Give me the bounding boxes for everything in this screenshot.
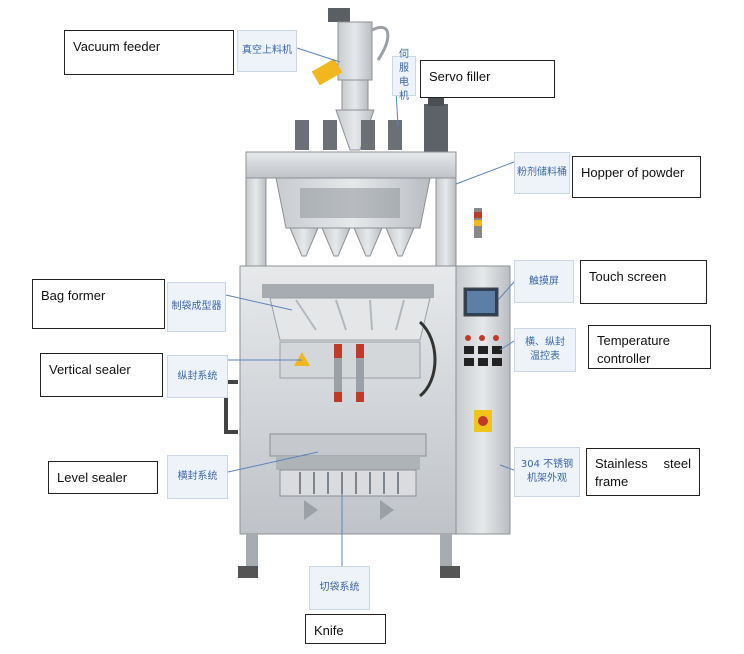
zh-touch-screen-text: 触摸屏 — [529, 275, 559, 287]
zh-temperature-line1: 横、纵封 — [525, 337, 565, 348]
label-stainless-word1: Stainless — [595, 456, 648, 471]
callout-lines — [225, 47, 515, 566]
label-servo-filler: Servo filler — [420, 60, 555, 98]
servo-motors-illustration — [295, 98, 448, 152]
label-vacuum-feeder: Vacuum feeder — [64, 30, 234, 75]
zh-vacuum-feeder-text: 真空上料机 — [242, 45, 292, 56]
zh-label-vacuum-feeder: 真空上料机 — [237, 30, 297, 72]
label-vertical-sealer-text: Vertical sealer — [49, 362, 131, 377]
label-level-sealer-text: Level sealer — [57, 470, 128, 485]
label-knife: Knife — [305, 614, 386, 644]
label-vacuum-feeder-text: Vacuum feeder — [73, 39, 161, 54]
label-temperature-controller: Temperature controller — [588, 325, 711, 369]
top-frame — [245, 151, 457, 179]
zh-knife-text: 切袋系统 — [319, 582, 360, 593]
label-level-sealer: Level sealer — [48, 461, 158, 494]
zh-vertical-sealer-text: 纵封系统 — [177, 370, 218, 382]
zh-label-touch-screen: 触摸屏 — [514, 260, 574, 303]
label-bag-former: Bag former — [32, 279, 165, 329]
zh-label-temperature-controller: 横、纵封 温控表 — [514, 328, 576, 372]
label-knife-text: Knife — [314, 623, 344, 638]
zh-label-hopper: 粉剂储料桶 — [514, 152, 570, 194]
zh-hopper-text: 粉剂储料桶 — [517, 167, 567, 178]
zh-stainless-line2: 机架外观 — [527, 473, 567, 484]
zh-stainless-line1: 304 不锈钢 — [520, 459, 574, 470]
label-temperature-line2: controller — [597, 351, 651, 366]
label-stainless-word2: steel — [663, 456, 691, 471]
label-temperature-line1: Temperature — [597, 333, 670, 348]
label-stainless-steel-frame: Stainless steel frame — [586, 448, 700, 496]
zh-label-servo-motor: 伺服 电机 — [392, 49, 416, 102]
label-touch-screen-text: Touch screen — [589, 269, 667, 284]
bag-former-illustration — [262, 284, 434, 341]
zh-label-stainless-steel-frame: 304 不锈钢 机架外观 — [514, 447, 580, 497]
temperature-controller-illustration — [464, 335, 502, 366]
label-hopper-text: Hopper of powder — [581, 165, 685, 180]
hopper-illustration — [275, 177, 431, 257]
zh-servo-line1: 伺服 — [399, 49, 409, 74]
zh-level-sealer-text: 横封系统 — [177, 471, 218, 482]
level-sealer-illustration — [269, 433, 427, 470]
label-touch-screen: Touch screen — [580, 260, 707, 304]
zh-servo-line2: 电机 — [399, 77, 409, 102]
zh-label-knife: 切袋系统 — [309, 566, 370, 610]
zh-temperature-line2: 温控表 — [530, 351, 560, 362]
zh-bag-former-text: 制袋成型器 — [171, 301, 222, 312]
label-servo-filler-text: Servo filler — [429, 69, 491, 84]
knife-illustration — [279, 469, 417, 520]
label-hopper-of-powder: Hopper of powder — [572, 156, 701, 198]
zh-label-level-sealer: 横封系统 — [167, 455, 228, 499]
zh-label-bag-former: 制袋成型器 — [167, 282, 226, 332]
label-vertical-sealer: Vertical sealer — [40, 353, 163, 397]
label-bag-former-text: Bag former — [41, 288, 106, 303]
label-stainless-line1: Stainless steel — [595, 455, 691, 473]
zh-label-vertical-sealer: 纵封系统 — [167, 355, 228, 398]
vertical-sealer-illustration — [279, 341, 421, 402]
label-stainless-line2: frame — [595, 474, 629, 489]
